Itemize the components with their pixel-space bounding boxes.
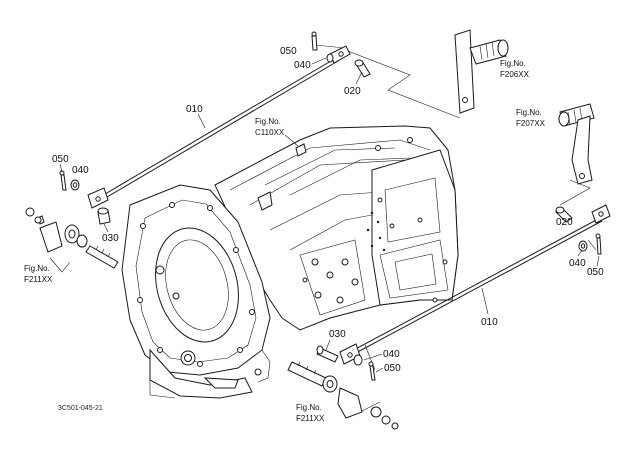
fig-ref-f206[interactable]: Fig.No. F206XX: [500, 59, 530, 79]
fig-ref-f211-bottom[interactable]: Fig.No. F211XX: [296, 403, 325, 423]
callout-label: 030: [102, 233, 119, 244]
fig-ref-number: C110XX: [255, 128, 285, 137]
callout-label: 050: [587, 267, 604, 278]
transmission-case: [121, 125, 459, 399]
callout-label: 030: [329, 329, 346, 340]
f206-lever-bracket: [454, 29, 509, 114]
fig-ref-number: F211XX: [24, 275, 53, 284]
callout-label: 010: [186, 104, 203, 115]
fig-ref-number: F207XX: [516, 119, 546, 128]
callout-label: 040: [383, 349, 400, 360]
fig-ref-label: Fig.No.: [24, 264, 50, 273]
callout-label: 010: [481, 317, 498, 328]
fig-ref-label: Fig.No.: [500, 59, 526, 68]
callout-label: 050: [280, 46, 297, 57]
callouts: 050 040 020 010 050 040 030 020 040 050 …: [52, 46, 604, 374]
callout-label: 040: [569, 258, 586, 269]
callout-label: 020: [344, 86, 361, 97]
fig-ref-number: F206XX: [500, 70, 530, 79]
callout-label: 020: [556, 217, 573, 228]
callout-label: 050: [384, 363, 401, 374]
fig-ref-number: F211XX: [296, 414, 325, 423]
callout-label: 050: [52, 154, 69, 165]
upper-control-rod: [87, 45, 351, 209]
fig-ref-c110[interactable]: Fig.No. C110XX: [255, 117, 299, 147]
fig-ref-label: Fig.No.: [296, 403, 322, 412]
diagram-code: 3C501-045-21: [58, 405, 103, 412]
callout-label: 040: [294, 60, 311, 71]
callout-label: 040: [72, 165, 89, 176]
fig-ref-f211-left[interactable]: Fig.No. F211XX: [24, 264, 53, 284]
f207-lever-bracket: [558, 103, 595, 185]
fig-ref-label: Fig.No.: [516, 108, 542, 117]
fig-ref-f207[interactable]: Fig.No. F207XX: [516, 108, 546, 128]
fig-ref-label: Fig.No.: [255, 117, 281, 126]
small-hardware: [25, 31, 602, 430]
